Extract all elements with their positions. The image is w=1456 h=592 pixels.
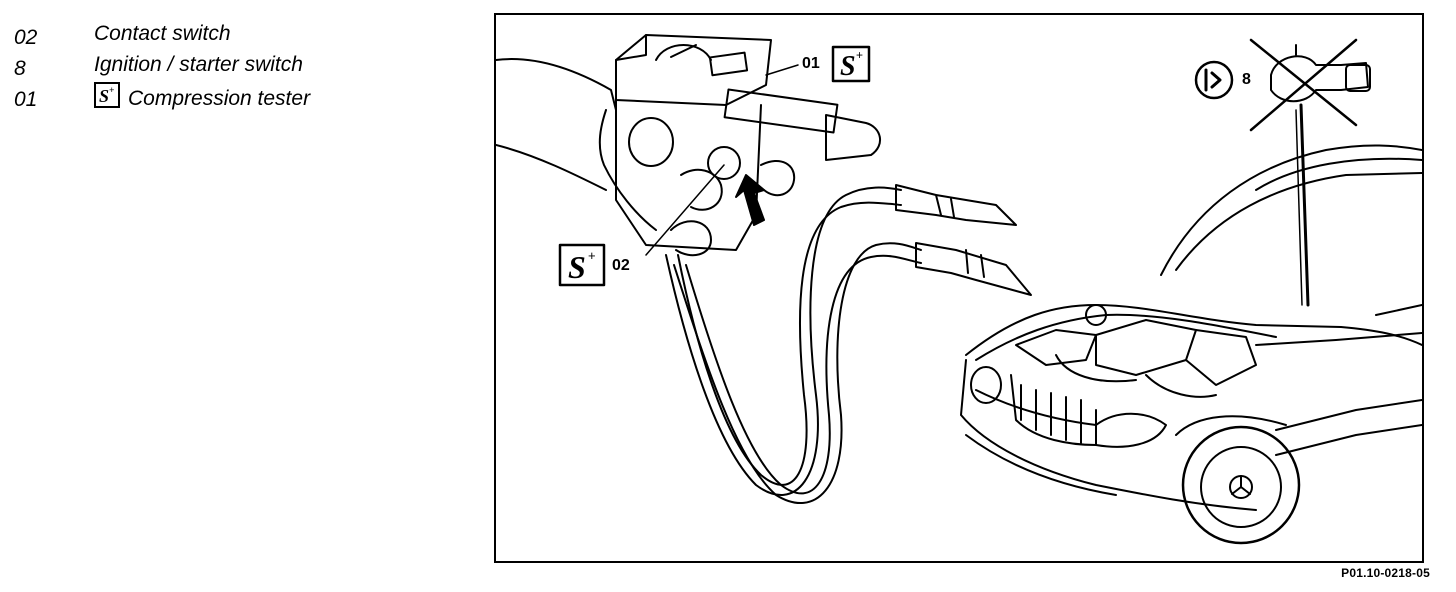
legend-number: 02 — [14, 26, 38, 49]
svg-text:S: S — [840, 51, 856, 82]
legend-label: Contact switch — [94, 22, 231, 45]
legend-number: 01 — [14, 88, 38, 111]
callout-contact-switch: 02 — [612, 257, 630, 274]
special-tool-icon: S + — [558, 243, 606, 287]
figure-frame: S + S + — [494, 13, 1424, 563]
svg-text:+: + — [109, 85, 114, 95]
callout-ignition-switch: 8 — [1242, 71, 1251, 88]
legend-item-contact-switch: 02 Contact switch — [14, 20, 474, 51]
svg-text:+: + — [588, 248, 596, 263]
ignition-switch-illustration — [1194, 38, 1371, 307]
hand-illustration — [496, 58, 796, 257]
svg-text:S: S — [99, 86, 109, 106]
special-tool-icon: S + — [94, 82, 120, 108]
legend-item-compression-tester: 01 S + Compression tester — [14, 82, 474, 113]
compression-tester-illustration — [615, 34, 881, 256]
svg-text:S: S — [568, 249, 586, 285]
figure-id: P01.10-0218-05 — [1341, 566, 1430, 580]
svg-text:+: + — [856, 48, 863, 62]
car-illustration — [960, 144, 1422, 545]
legend-label: Compression tester — [128, 87, 311, 110]
callout-compression-tester: 01 — [802, 55, 820, 72]
cable-illustration — [665, 184, 1032, 505]
legend-number: 8 — [14, 57, 26, 80]
illustration: S + S + — [496, 34, 1422, 545]
legend: 02 Contact switch 8 Ignition / starter s… — [14, 20, 474, 113]
legend-label: Ignition / starter switch — [94, 53, 303, 76]
special-tool-icon: S + — [831, 45, 871, 83]
legend-item-ignition-switch: 8 Ignition / starter switch — [14, 51, 474, 82]
